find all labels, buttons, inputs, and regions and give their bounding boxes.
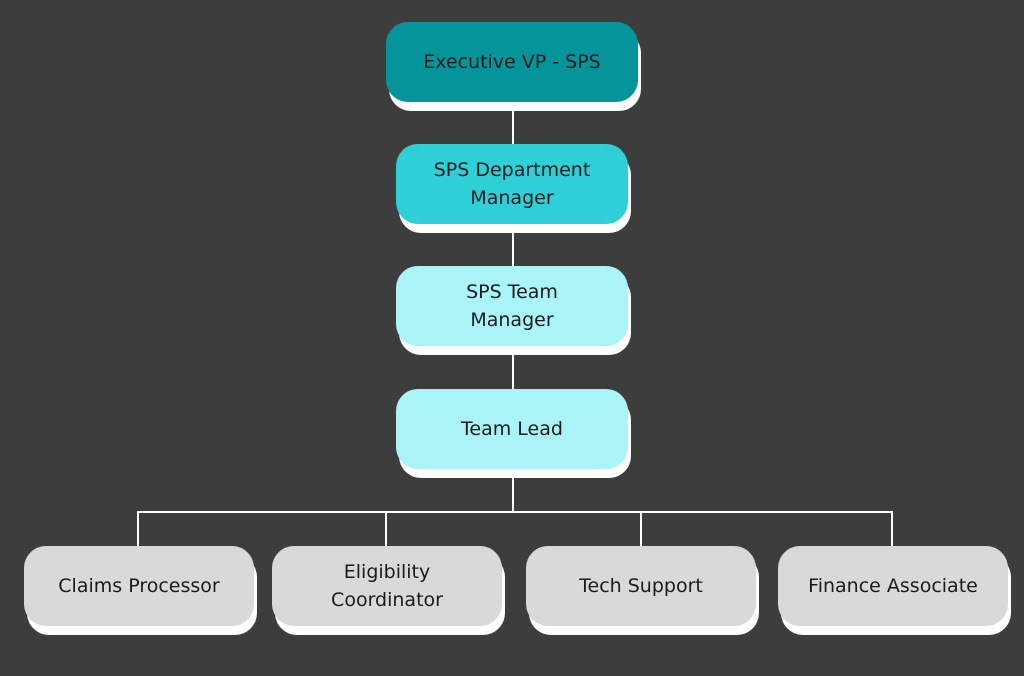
connector-team-manager-to-lead xyxy=(512,355,514,389)
connector-to-finance xyxy=(891,511,893,547)
node-eligibility-coordinator-label: Eligibility Coordinator xyxy=(331,561,443,611)
node-department-manager-label: SPS Department Manager xyxy=(433,159,591,209)
node-tech-support: Tech Support xyxy=(526,546,756,626)
node-executive-vp: Executive VP - SPS xyxy=(386,22,638,102)
node-finance-associate-label: Finance Associate xyxy=(808,575,978,597)
node-claims-processor-label: Claims Processor xyxy=(58,575,220,597)
node-finance-associate: Finance Associate xyxy=(778,546,1008,626)
connector-to-tech xyxy=(640,511,642,547)
node-team-lead-label: Team Lead xyxy=(461,418,563,440)
node-team-manager: SPS Team Manager xyxy=(396,266,628,346)
connector-to-eligibility xyxy=(385,511,387,547)
node-department-manager: SPS Department Manager xyxy=(396,144,628,224)
connector-to-claims xyxy=(137,511,139,547)
node-team-lead: Team Lead xyxy=(396,389,628,469)
connector-dept-to-team-manager xyxy=(512,232,514,266)
node-team-manager-label: SPS Team Manager xyxy=(466,281,558,331)
connector-lead-down xyxy=(512,476,514,512)
connector-horizontal-bar xyxy=(137,511,893,513)
node-eligibility-coordinator: Eligibility Coordinator xyxy=(272,546,502,626)
connector-vp-to-dept xyxy=(512,110,514,144)
node-tech-support-label: Tech Support xyxy=(579,575,703,597)
node-claims-processor: Claims Processor xyxy=(24,546,254,626)
node-executive-vp-label: Executive VP - SPS xyxy=(423,51,601,73)
